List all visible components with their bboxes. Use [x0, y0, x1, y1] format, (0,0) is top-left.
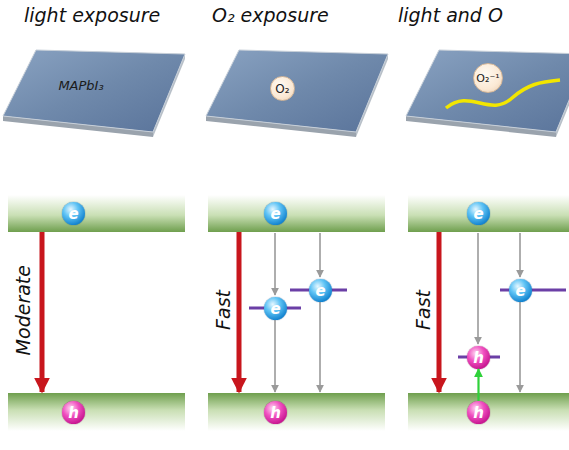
hole-circle: h: [62, 401, 85, 424]
degradation-line: [446, 80, 560, 108]
film-slab-node: MAPbI₃: [5, 50, 185, 132]
species-label: h: [473, 349, 484, 367]
excitation-arrow: [477, 369, 479, 401]
species-label: e: [68, 205, 78, 223]
hole-circle: h: [467, 346, 490, 369]
species-label: e: [270, 205, 280, 223]
panel-title: light and O: [398, 4, 503, 26]
hole-circle: h: [264, 401, 287, 424]
electron-circle: e: [467, 202, 490, 225]
species-label: e: [515, 282, 525, 300]
electron-circle: e: [62, 202, 85, 225]
electron-circle: e: [264, 297, 287, 320]
rate-label: Fast: [412, 290, 434, 330]
species-label: h: [68, 404, 79, 422]
valence-band: [8, 393, 569, 431]
species-label: h: [473, 404, 484, 422]
electron-circle: e: [509, 279, 532, 302]
species-label: e: [473, 205, 483, 223]
film-slab: [206, 50, 388, 137]
rate-label: Moderate: [12, 265, 34, 355]
species-label: e: [315, 282, 325, 300]
oxygen-circle: O₂: [270, 76, 295, 101]
species-label: e: [270, 300, 280, 318]
material-label: MAPbI₃: [0, 44, 171, 126]
conduction-band: [8, 195, 569, 232]
recombination-arrow: [42, 232, 439, 392]
species-label: h: [270, 404, 281, 422]
hole-circle: h: [467, 401, 490, 424]
oxygen-circle: O₂⁻¹: [473, 63, 503, 93]
electron-circle: e: [264, 202, 287, 225]
species-label: O₂: [275, 82, 289, 96]
film-slab: [406, 50, 569, 137]
electron-circle: e: [309, 279, 332, 302]
species-label: O₂⁻¹: [476, 72, 499, 85]
panel-title: light exposure: [24, 4, 160, 26]
rate-label: Fast: [212, 290, 234, 330]
panel-title: O₂ exposure: [212, 4, 329, 26]
trapping-arrow: [275, 233, 520, 392]
